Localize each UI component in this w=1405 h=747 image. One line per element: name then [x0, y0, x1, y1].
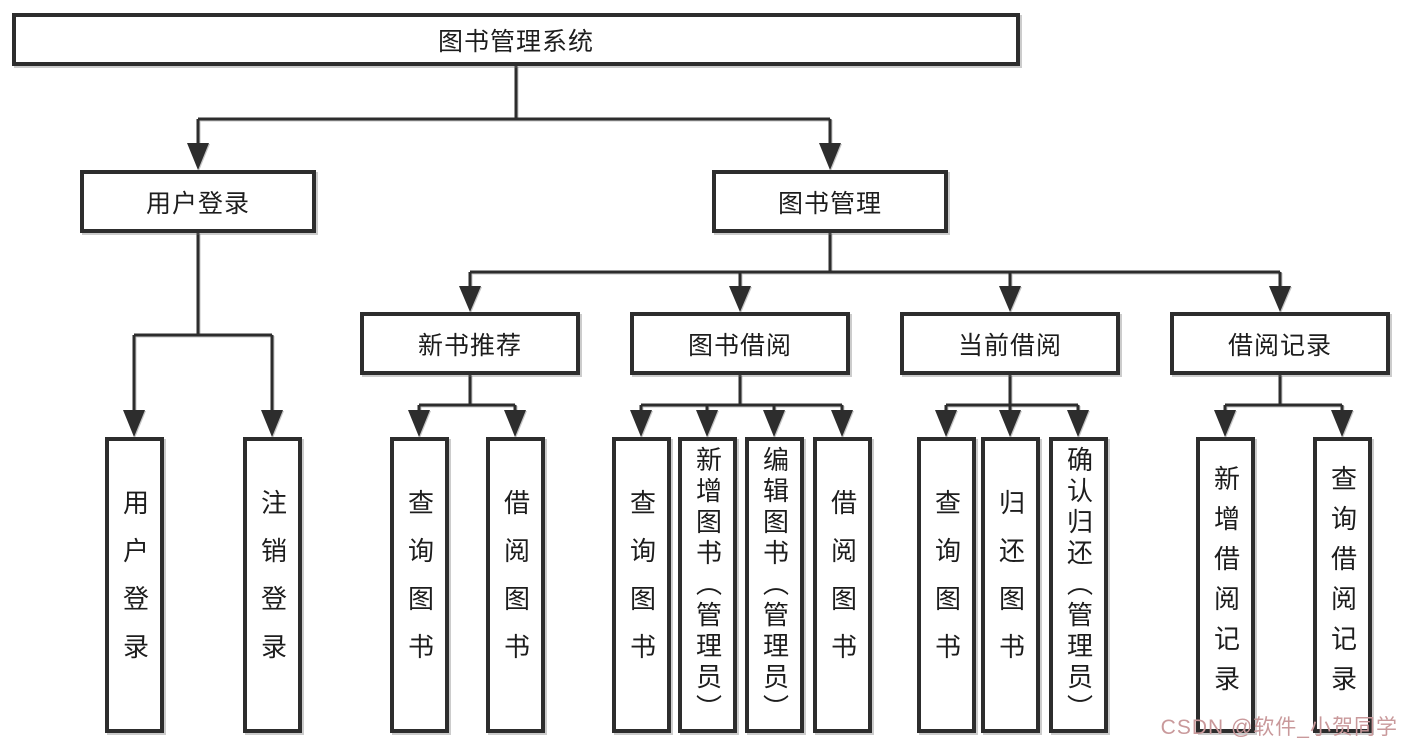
leaf-return-books: 归还图书	[981, 437, 1040, 733]
leaf-borrow-books-recommend: 借阅图书	[486, 437, 545, 733]
leaf-return-books-label: 归还图书	[995, 489, 1026, 681]
node-root-label: 图书管理系统	[437, 27, 594, 56]
leaf-edit-books-admin-label: 编辑图书（管理员）	[759, 445, 790, 725]
node-new-book-recommend: 新书推荐	[360, 312, 580, 375]
node-new-book-recommend-label: 新书推荐	[417, 331, 522, 360]
node-user-login: 用户登录	[80, 170, 316, 233]
leaf-logout: 注销登录	[243, 437, 302, 733]
node-user-login-label: 用户登录	[145, 189, 250, 218]
leaf-query-books-current: 查询图书	[917, 437, 976, 733]
leaf-query-books-borrowing: 查询图书	[612, 437, 671, 733]
leaf-borrow-books-borrowing-label: 借阅图书	[827, 489, 858, 681]
leaf-logout-label: 注销登录	[257, 489, 288, 681]
leaf-borrow-books-borrowing: 借阅图书	[813, 437, 872, 733]
leaf-query-borrow-record-label: 查询借阅记录	[1327, 465, 1358, 705]
leaf-add-books-admin-label: 新增图书（管理员）	[692, 445, 723, 725]
arrowheads	[123, 143, 1353, 437]
leaf-edit-books-admin: 编辑图书（管理员）	[745, 437, 804, 733]
leaf-borrow-books-recommend-label: 借阅图书	[500, 489, 531, 681]
node-book-borrowing: 图书借阅	[630, 312, 850, 375]
csdn-watermark: CSDN @软件_小贺同学	[1160, 716, 1398, 739]
leaf-query-books-recommend-label: 查询图书	[404, 489, 435, 681]
leaf-confirm-return-admin-label: 确认归还（管理员）	[1063, 445, 1094, 725]
leaf-confirm-return-admin: 确认归还（管理员）	[1049, 437, 1108, 733]
leaf-user-login-label: 用户登录	[119, 489, 150, 681]
node-borrowing-records: 借阅记录	[1170, 312, 1390, 375]
leaf-user-login: 用户登录	[105, 437, 164, 733]
leaf-query-books-current-label: 查询图书	[931, 489, 962, 681]
node-root: 图书管理系统	[12, 13, 1020, 66]
leaf-add-borrow-record-label: 新增借阅记录	[1210, 465, 1241, 705]
leaf-query-borrow-record: 查询借阅记录	[1313, 437, 1372, 733]
leaf-add-borrow-record: 新增借阅记录	[1196, 437, 1255, 733]
node-current-borrowing-label: 当前借阅	[957, 331, 1062, 360]
node-book-management: 图书管理	[712, 170, 948, 233]
node-borrowing-records-label: 借阅记录	[1227, 331, 1332, 360]
node-book-management-label: 图书管理	[777, 189, 882, 218]
leaf-query-books-recommend: 查询图书	[390, 437, 449, 733]
node-book-borrowing-label: 图书借阅	[687, 331, 792, 360]
node-current-borrowing: 当前借阅	[900, 312, 1120, 375]
leaf-add-books-admin: 新增图书（管理员）	[678, 437, 737, 733]
leaf-query-books-borrowing-label: 查询图书	[626, 489, 657, 681]
